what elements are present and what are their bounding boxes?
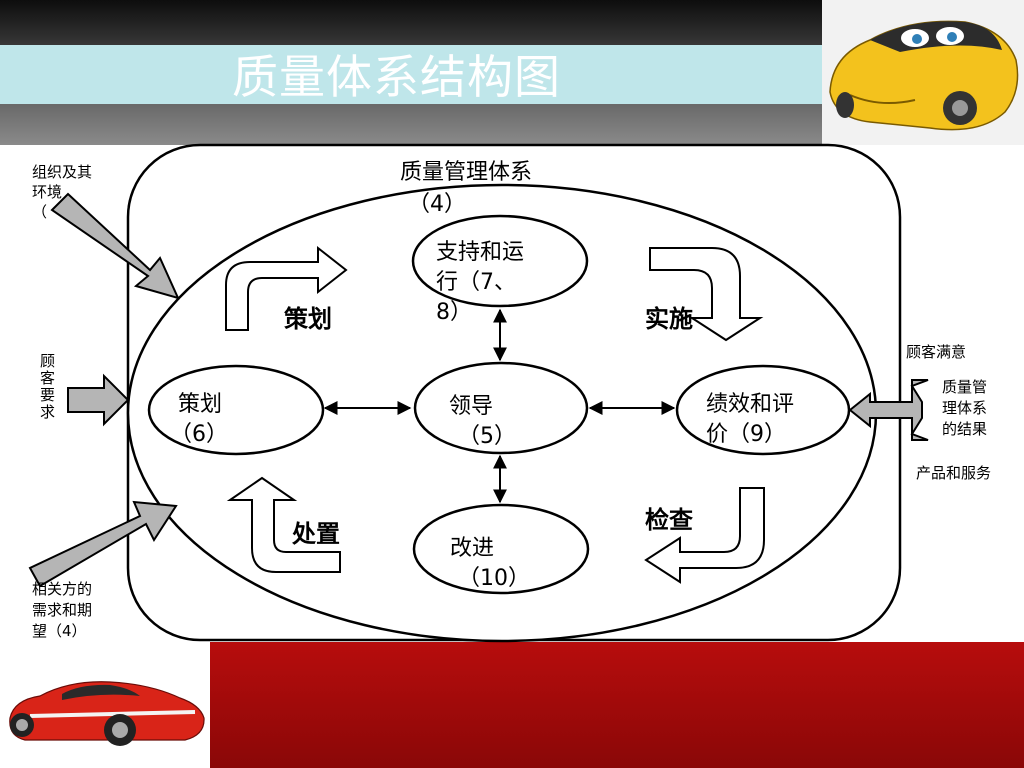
check-arrow xyxy=(644,487,765,584)
slide-title: 质量体系结构图 xyxy=(232,50,561,104)
customer-req-4: 求 xyxy=(40,403,56,421)
leadership-line2: （5） xyxy=(458,424,516,449)
support-line3: 8） xyxy=(436,300,472,325)
node-planning xyxy=(147,364,325,456)
input-arrows xyxy=(28,192,180,588)
red-car-image xyxy=(0,642,210,768)
customer-requirements-arrow xyxy=(67,373,130,427)
support-line1: 支持和运 xyxy=(436,240,525,265)
customer-req-3: 要 xyxy=(40,386,56,404)
yellow-car-image xyxy=(822,0,1024,145)
system-label-number: （4） xyxy=(408,192,466,217)
performance-line2: 价（9） xyxy=(706,422,786,447)
customer-req-1: 顾 xyxy=(40,352,56,370)
performance-line1: 绩效和评 xyxy=(706,392,795,417)
pdca-arrows xyxy=(225,245,765,584)
output-results-line2: 理体系 xyxy=(942,399,988,417)
support-line2: 行（7、 xyxy=(436,270,516,295)
improvement-line2: （10） xyxy=(458,566,530,591)
planning-line2: （6） xyxy=(170,422,228,447)
org-context-line3: （ xyxy=(32,203,48,221)
leadership-line1: 领导 xyxy=(449,394,494,419)
cycle-label-check: 检查 xyxy=(645,506,693,534)
output-arrows xyxy=(848,379,929,441)
output-products-services: 产品和服务 xyxy=(916,464,992,482)
do-arrow xyxy=(649,247,764,342)
node-leadership xyxy=(413,361,589,455)
cycle-label-plan: 策划 xyxy=(284,305,332,333)
title-bar xyxy=(0,45,822,104)
output-results-line1: 质量管 xyxy=(942,378,988,396)
interested-parties-arrow xyxy=(28,500,178,588)
customer-req-2: 客 xyxy=(40,369,56,387)
results-arrow xyxy=(848,379,929,441)
improvement-line1: 改进 xyxy=(450,536,495,561)
connectors xyxy=(323,308,676,504)
org-context-line2: 环境 xyxy=(32,183,63,201)
org-context-arrow xyxy=(50,192,180,300)
system-label: 质量管理体系 xyxy=(400,160,533,185)
org-context-line1: 组织及其 xyxy=(32,163,93,181)
node-improvement xyxy=(412,503,590,595)
output-results-line3: 的结果 xyxy=(942,420,988,438)
output-customer-satisfaction: 顾客满意 xyxy=(906,343,967,361)
node-support xyxy=(411,214,589,308)
interested-parties-line1: 相关方的 xyxy=(32,580,93,598)
interested-parties-line3: 望（4） xyxy=(32,622,87,640)
cycle-label-act: 处置 xyxy=(292,520,340,548)
cycle-label-do: 实施 xyxy=(645,305,693,333)
plan-arrow xyxy=(225,245,348,331)
act-arrow xyxy=(226,476,341,573)
interested-parties-line2: 需求和期 xyxy=(32,601,93,619)
planning-line1: 策划 xyxy=(178,392,223,417)
